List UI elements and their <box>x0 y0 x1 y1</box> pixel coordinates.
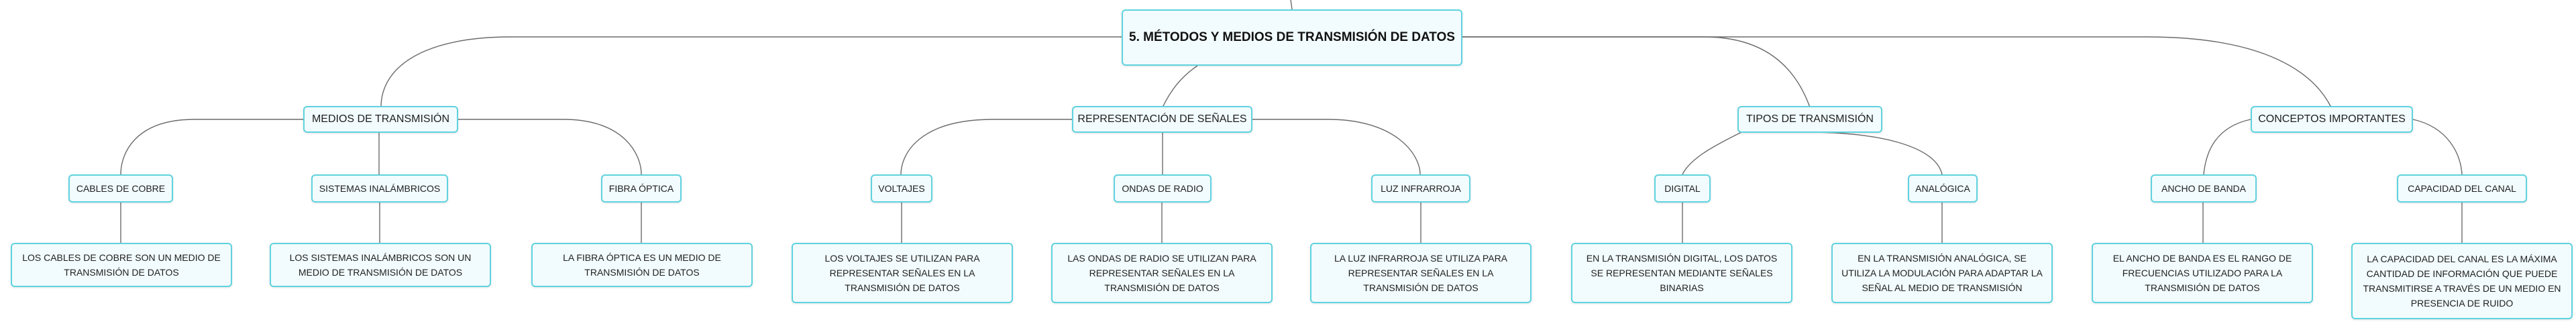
subtopic-fibra-optica[interactable]: FIBRA ÓPTICA <box>601 174 682 203</box>
subtopic-sistemas-inalambricos[interactable]: SISTEMAS INALÁMBRICOS <box>311 174 448 203</box>
detail-digital[interactable]: EN LA TRANSMISIÓN DIGITAL, LOS DATOS SE … <box>1571 243 1792 303</box>
root-topic-label: 5. MÉTODOS Y MEDIOS DE TRANSMISIÓN DE DA… <box>1129 30 1455 44</box>
topic-medios-de-transmision[interactable]: MEDIOS DE TRANSMISIÓN <box>303 106 458 133</box>
detail-analogica[interactable]: EN LA TRANSMISIÓN ANALÓGICA, SE UTILIZA … <box>1831 243 2053 303</box>
subtopic-capacidad-del-canal[interactable]: CAPACIDAD DEL CANAL <box>2397 174 2527 203</box>
topic-label: MEDIOS DE TRANSMISIÓN <box>311 113 450 125</box>
connector-medios-fibra <box>458 119 642 175</box>
subtopic-label: CABLES DE COBRE <box>76 183 166 194</box>
detail-luz-infrarroja[interactable]: LA LUZ INFRARROJA SE UTILIZA PARA REPRES… <box>1310 243 1532 303</box>
subtopic-ancho-de-banda[interactable]: ANCHO DE BANDA <box>2151 174 2257 203</box>
connector-conceptos-ancho <box>2203 119 2251 175</box>
topic-representacion-de-senales[interactable]: REPRESENTACIÓN DE SEÑALES <box>1072 106 1252 133</box>
topic-label: CONCEPTOS IMPORTANTES <box>2258 113 2406 125</box>
subtopic-digital[interactable]: DIGITAL <box>1654 174 1711 203</box>
detail-text: EN LA TRANSMISIÓN DIGITAL, LOS DATOS SE … <box>1586 253 1778 293</box>
connector-tipos-digital <box>1682 131 1742 175</box>
topic-conceptos-importantes[interactable]: CONCEPTOS IMPORTANTES <box>2251 106 2413 133</box>
subtopic-label: CAPACIDAD DEL CANAL <box>2408 183 2516 194</box>
detail-text: LA LUZ INFRARROJA SE UTILIZA PARA REPRES… <box>1334 253 1508 293</box>
subtopic-cables-de-cobre[interactable]: CABLES DE COBRE <box>68 174 173 203</box>
connector-tipos-analogica <box>1809 131 1943 175</box>
subtopic-ondas-de-radio[interactable]: ONDAS DE RADIO <box>1114 174 1212 203</box>
subtopic-luz-infrarroja[interactable]: LUZ INFRARROJA <box>1371 174 1470 203</box>
subtopic-label: SISTEMAS INALÁMBRICOS <box>319 183 441 194</box>
detail-text: LA CAPACIDAD DEL CANAL ES LA MÁXIMA CANT… <box>2363 254 2561 309</box>
connector-root-representacion <box>1162 65 1198 108</box>
detail-text: LOS CABLES DE COBRE SON UN MEDIO DE TRAN… <box>22 252 221 278</box>
detail-text: LOS VOLTAJES SE UTILIZAN PARA REPRESENTA… <box>824 253 980 293</box>
connector-conceptos-capacidad <box>2412 119 2463 175</box>
connector-root-tipos <box>1462 36 1811 108</box>
topic-label: TIPOS DE TRANSMISIÓN <box>1746 113 1874 125</box>
subtopic-label: VOLTAJES <box>878 183 925 194</box>
subtopic-analogica[interactable]: ANALÓGICA <box>1908 174 1978 203</box>
detail-ondas-de-radio[interactable]: LAS ONDAS DE RADIO SE UTILIZAN PARA REPR… <box>1051 243 1273 303</box>
subtopic-label: LUZ INFRARROJA <box>1381 183 1461 194</box>
connector-repr-voltajes <box>900 119 1073 175</box>
connector-top-stub <box>1290 0 1293 10</box>
subtopic-voltajes[interactable]: VOLTAJES <box>871 174 932 203</box>
detail-text: EN LA TRANSMISIÓN ANALÓGICA, SE UTILIZA … <box>1841 253 2043 293</box>
detail-text: EL ANCHO DE BANDA ES EL RANGO DE FRECUEN… <box>2112 253 2292 293</box>
detail-text: LA FIBRA ÓPTICA ES UN MEDIO DE TRANSMISI… <box>563 252 721 278</box>
subtopic-label: FIBRA ÓPTICA <box>608 183 674 194</box>
topic-label: REPRESENTACIÓN DE SEÑALES <box>1077 113 1247 125</box>
connector-repr-luz <box>1251 119 1421 175</box>
subtopic-label: ONDAS DE RADIO <box>1122 183 1203 194</box>
detail-fibra-optica[interactable]: LA FIBRA ÓPTICA ES UN MEDIO DE TRANSMISI… <box>531 243 753 287</box>
detail-sistemas-inalambricos[interactable]: LOS SISTEMAS INALÁMBRICOS SON UN MEDIO D… <box>270 243 491 287</box>
detail-capacidad-del-canal[interactable]: LA CAPACIDAD DEL CANAL ES LA MÁXIMA CANT… <box>2351 243 2573 319</box>
root-topic[interactable]: 5. MÉTODOS Y MEDIOS DE TRANSMISIÓN DE DA… <box>1122 9 1462 66</box>
connector-medios-cables <box>120 119 303 175</box>
detail-voltajes[interactable]: LOS VOLTAJES SE UTILIZAN PARA REPRESENTA… <box>792 243 1013 303</box>
subtopic-label: ANCHO DE BANDA <box>2161 183 2247 194</box>
subtopic-label: ANALÓGICA <box>1915 183 1970 194</box>
detail-text: LAS ONDAS DE RADIO SE UTILIZAN PARA REPR… <box>1067 253 1256 293</box>
connector-root-conceptos <box>1462 36 2332 108</box>
topic-tipos-de-transmision[interactable]: TIPOS DE TRANSMISIÓN <box>1737 106 1882 133</box>
detail-cables-de-cobre[interactable]: LOS CABLES DE COBRE SON UN MEDIO DE TRAN… <box>11 243 232 287</box>
subtopic-label: DIGITAL <box>1664 183 1701 194</box>
connector-root-medios <box>380 36 1122 108</box>
detail-ancho-de-banda[interactable]: EL ANCHO DE BANDA ES EL RANGO DE FRECUEN… <box>2092 243 2313 303</box>
detail-text: LOS SISTEMAS INALÁMBRICOS SON UN MEDIO D… <box>289 252 472 278</box>
